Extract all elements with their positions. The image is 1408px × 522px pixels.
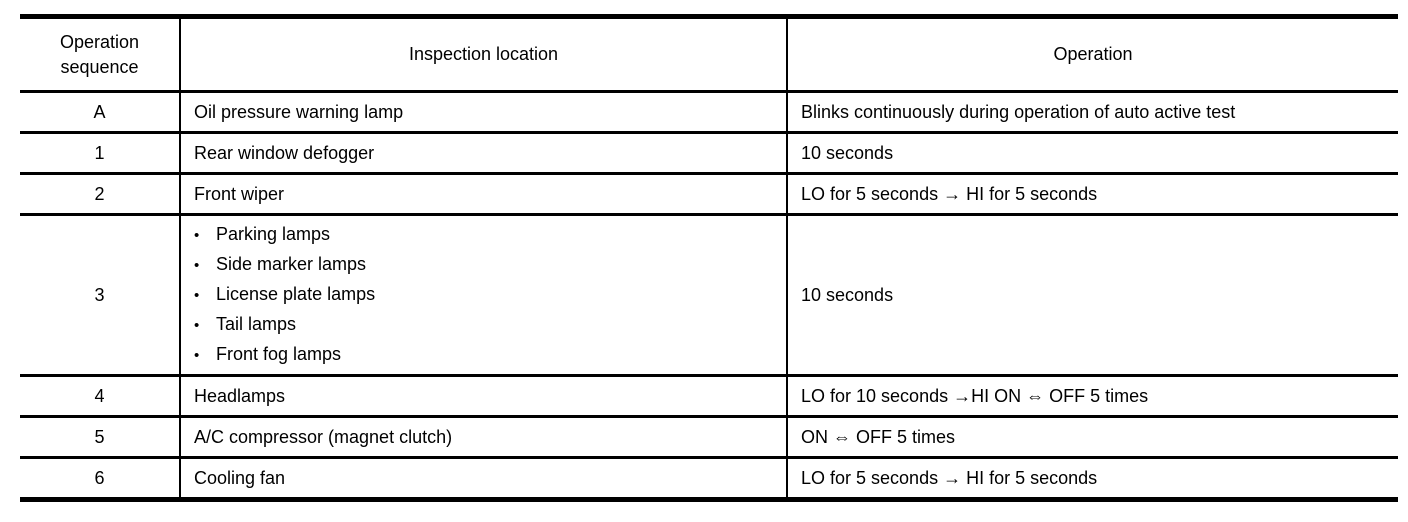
list-item-label: Side marker lamps xyxy=(216,254,367,274)
column-header-inspection-location: Inspection location xyxy=(179,15,788,93)
table-row: 6 Cooling fan LO for 5 seconds → HI for … xyxy=(20,456,1398,501)
inspection-location-cell: Headlamps xyxy=(179,374,788,418)
bullet-icon: • xyxy=(194,287,200,304)
operation-cell: ON ⇔ OFF 5 times xyxy=(786,415,1398,459)
table-row: 2 Front wiper LO for 5 seconds → HI for … xyxy=(20,172,1398,216)
table-row: 5 A/C compressor (magnet clutch) ON ⇔ OF… xyxy=(20,415,1398,459)
inspection-location-cell: A/C compressor (magnet clutch) xyxy=(179,415,788,459)
inspection-location-cell: • Parking lamps • Side marker lamps • Li… xyxy=(179,213,788,377)
inspection-location-cell: Oil pressure warning lamp xyxy=(179,90,788,134)
table-row: 3 • Parking lamps • Side marker lamps • xyxy=(20,213,1398,377)
column-header-operation-sequence: Operation sequence xyxy=(20,15,181,93)
sequence-cell: 3 xyxy=(20,213,181,377)
inspection-location-cell: Front wiper xyxy=(179,172,788,216)
operation-cell: LO for 5 seconds → HI for 5 seconds xyxy=(786,172,1398,216)
bullet-icon: • xyxy=(194,317,200,334)
list-item-label: Front fog lamps xyxy=(216,344,342,364)
bullet-icon: • xyxy=(194,227,200,244)
list-item-label: License plate lamps xyxy=(216,284,376,304)
table-row: 4 Headlamps LO for 10 seconds →HI ON ⇔ O… xyxy=(20,374,1398,418)
operation-cell: Blinks continuously during operation of … xyxy=(786,90,1398,134)
operation-cell: LO for 5 seconds → HI for 5 seconds xyxy=(786,456,1398,501)
inspection-location-cell: Rear window defogger xyxy=(179,131,788,175)
column-header-operation: Operation xyxy=(786,15,1398,93)
inspection-location-cell: Cooling fan xyxy=(179,456,788,501)
operation-cell: 10 seconds xyxy=(786,213,1398,377)
sequence-cell: 4 xyxy=(20,374,181,418)
sequence-cell: 5 xyxy=(20,415,181,459)
operation-cell: 10 seconds xyxy=(786,131,1398,175)
sequence-cell: 1 xyxy=(20,131,181,175)
bullet-icon: • xyxy=(194,257,200,274)
list-item: • Parking lamps xyxy=(194,220,778,250)
table-row: A Oil pressure warning lamp Blinks conti… xyxy=(20,90,1398,134)
operation-cell: LO for 10 seconds →HI ON ⇔ OFF 5 times xyxy=(786,374,1398,418)
list-item: • Front fog lamps xyxy=(194,340,778,370)
list-item: • Side marker lamps xyxy=(194,250,778,280)
list-item-label: Tail lamps xyxy=(216,314,297,334)
lamp-bullet-list: • Parking lamps • Side marker lamps • Li… xyxy=(194,220,778,370)
bullet-icon: • xyxy=(194,347,200,364)
sequence-cell: 2 xyxy=(20,172,181,216)
header-row: Operation sequence Inspection location O… xyxy=(20,15,1398,93)
list-item-label: Parking lamps xyxy=(216,224,331,244)
sequence-cell: A xyxy=(20,90,181,134)
table-row: 1 Rear window defogger 10 seconds xyxy=(20,131,1398,175)
auto-active-test-table: Operation sequence Inspection location O… xyxy=(20,14,1398,502)
sequence-cell: 6 xyxy=(20,456,181,501)
list-item: • Tail lamps xyxy=(194,310,778,340)
list-item: • License plate lamps xyxy=(194,280,778,310)
